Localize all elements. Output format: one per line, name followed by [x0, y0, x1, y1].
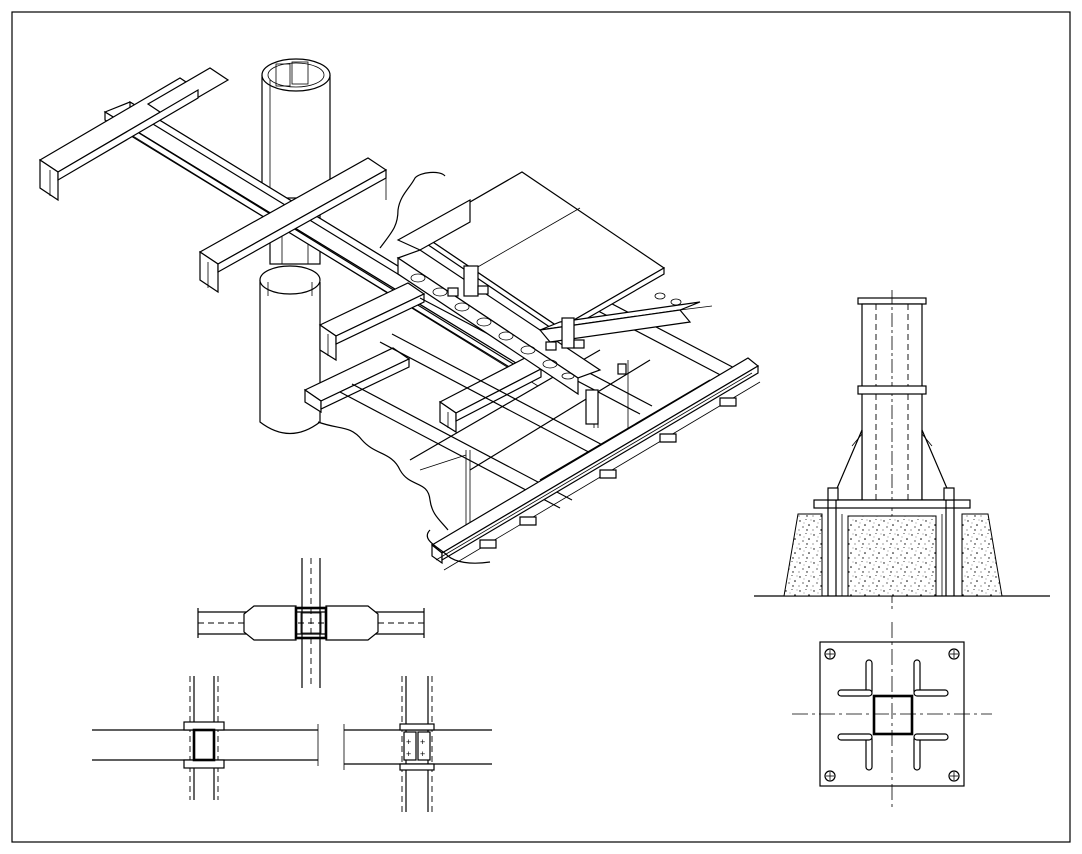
break-line-1: [317, 421, 449, 531]
secondary-beam-3: [438, 357, 543, 434]
bolted-joint-plan-right: + + + +: [343, 676, 492, 812]
anchor-bolt-icon: [824, 648, 960, 782]
column-base-elevation: [754, 290, 1050, 610]
bolted-joint-plan-left: [92, 676, 319, 800]
castellated-beam-rear: [538, 292, 713, 343]
sheet-border: [11, 11, 1071, 843]
welded-beam-column-plan: [197, 558, 425, 688]
lower-column: [259, 265, 321, 434]
cross-beam-top-left: [38, 67, 230, 202]
svg-text:+: +: [420, 737, 425, 747]
cross-beam-through-column: [198, 157, 388, 294]
secondary-beam-2: [303, 347, 411, 414]
base-plate-plan: [792, 622, 992, 810]
svg-text:+: +: [406, 737, 411, 747]
break-line-3: [426, 529, 491, 564]
secondary-beam-1: [318, 282, 426, 362]
deck-connectors: [447, 265, 627, 425]
svg-text:+: +: [406, 749, 411, 759]
break-line-2: [379, 171, 446, 249]
floor-deck: [396, 171, 666, 336]
upper-column: [261, 58, 331, 207]
svg-text:+: +: [420, 749, 425, 759]
edge-beam-bottom: [430, 357, 761, 571]
bolt-icon: + + + +: [406, 737, 425, 759]
isometric-assembly: [38, 58, 761, 571]
